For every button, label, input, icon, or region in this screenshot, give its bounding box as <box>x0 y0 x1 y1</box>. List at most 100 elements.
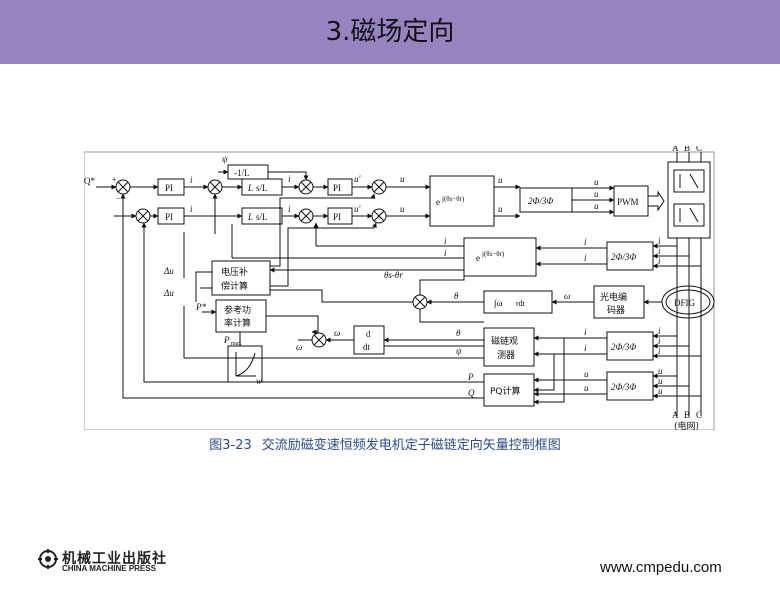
svg-text:rdt: rdt <box>516 299 526 308</box>
delta-udr-label: Δu <box>163 266 174 276</box>
derivative-bottom-label: dt <box>363 342 371 352</box>
svg-text:−: − <box>116 194 121 203</box>
pwm-label: PWM <box>617 197 639 207</box>
u-bs-label: u <box>658 376 663 386</box>
p-star-label: P* <box>195 302 206 312</box>
phase-c-top: C <box>696 146 702 153</box>
i-bs-label: i <box>658 336 661 346</box>
i-alpha-s-label: i <box>584 327 587 337</box>
conv-2to3-out-label: 2Φ/3Φ <box>528 196 553 206</box>
i-ds-label: i <box>190 175 193 185</box>
i-beta-r-label: i <box>584 253 587 263</box>
pwm-block <box>613 185 649 217</box>
pi-label-bottom: PI <box>165 212 173 222</box>
pq-calc-label: PQ计算 <box>490 385 521 397</box>
i-beta-s-label: i <box>584 343 587 353</box>
ref-power-label-2: 率计算 <box>224 317 251 329</box>
figure-number: 图3-23 <box>209 438 252 453</box>
ls-lm-label-top: L <box>247 183 253 193</box>
u-qr-label: u <box>400 204 405 214</box>
derivative-top-label: d <box>366 329 371 339</box>
i-dr-label: i <box>288 174 291 184</box>
pi-label-right-bottom: PI <box>333 212 341 222</box>
u-as-label: u <box>658 366 663 376</box>
u-arr-label: u <box>594 177 599 187</box>
voltage-compensation-block <box>211 260 271 296</box>
flux-observer-label-1: 磁链观 <box>491 335 518 347</box>
conv-3to2-stator-current-label: 2Φ/3Φ <box>611 342 636 352</box>
power-limiter-block <box>227 345 263 383</box>
publisher-name-en: CHINA MACHINE PRESS <box>62 564 156 573</box>
omega-r-label: ω <box>564 291 570 301</box>
w-r-label: w <box>256 376 262 386</box>
phase-b-top: B <box>684 146 690 153</box>
i-as-label: i <box>658 326 661 336</box>
pi-label-top: PI <box>165 183 173 193</box>
svg-text:u': u' <box>354 204 362 214</box>
publisher-name-cn: 机械工业出版社 <box>62 551 167 567</box>
inverse-park-block <box>429 175 495 227</box>
conv-3to2-stator-voltage-label: 2Φ/3Φ <box>611 382 636 392</box>
u-ar-label: u <box>498 175 503 185</box>
svg-text:j(θs−θr): j(θs−θr) <box>441 195 465 203</box>
i-br-label: i <box>658 246 661 256</box>
theta-r-label: θ <box>454 291 459 301</box>
u-brr-label: u <box>594 189 599 199</box>
i-qs-label: i <box>190 204 193 214</box>
ref-power-label-1: 参考功 <box>224 304 251 316</box>
u-br-label: u <box>498 204 503 214</box>
flux-observer-label-2: 测器 <box>497 350 515 361</box>
q-out-label: Q <box>468 388 475 398</box>
theta-diff-label: θs-θr <box>384 270 403 280</box>
phase-a-bottom: A <box>672 410 679 420</box>
forward-park-block <box>463 237 537 277</box>
u-alpha-s-label: u <box>584 369 589 379</box>
publisher-emblem-icon <box>38 549 58 569</box>
svg-text:+: + <box>112 175 117 184</box>
forward-park-label: e <box>476 253 480 263</box>
neg-inv-lm-label: -1/L <box>234 168 250 178</box>
title-bar: 3.磁场定向 <box>0 0 780 64</box>
delta-uqr-label: Δu <box>163 288 174 298</box>
omega-s-out-label: ω <box>296 342 302 352</box>
svg-text:s/L: s/L <box>256 212 268 222</box>
grid-label: (电网) <box>674 420 699 430</box>
encoder-label-2: 码器 <box>607 305 625 316</box>
pi-label-right-top: PI <box>333 183 341 193</box>
i-fx-label: i <box>444 236 447 246</box>
svg-text:max: max <box>231 341 241 347</box>
psi-s-obs-label: ψ <box>456 346 462 356</box>
conv-3to2-rotor-label: 2Φ/3Φ <box>611 252 636 262</box>
dfig-machine <box>661 285 715 319</box>
svg-text:u': u' <box>354 174 362 184</box>
inverse-park-label: e <box>436 197 440 207</box>
figure-caption-text: 交流励磁变速恒频发电机定子磁链定向矢量控制框图 <box>261 438 561 453</box>
q-star-label: Q* <box>84 176 95 186</box>
svg-text:s/L: s/L <box>256 183 268 193</box>
website-link[interactable]: www.cmpedu.com <box>600 559 722 576</box>
psi-s-label: ψ <box>222 154 228 164</box>
omega-s-mid-label: ω <box>334 328 340 338</box>
p-out-label: P <box>467 372 474 382</box>
phase-b-bottom: B <box>684 410 690 420</box>
i-cs-label: i <box>658 346 661 356</box>
ls-lm-label-bottom: L <box>247 212 253 222</box>
theta-s-label: θ <box>456 328 461 338</box>
control-block-diagram: Q* + − PI PI ψ -1/L L s/L L s/L i i i i P… <box>84 146 715 430</box>
i-cr-label: i <box>658 256 661 266</box>
i-qr-label: i <box>288 204 291 214</box>
voltage-comp-label-1: 电压补 <box>221 266 248 278</box>
i-alpha-r-label: i <box>584 237 587 247</box>
figure-caption: 图3-23 交流励磁变速恒频发电机定子磁链定向矢量控制框图 <box>140 434 640 453</box>
u-crr-label: u <box>594 201 599 211</box>
u-cs-label: u <box>658 386 663 396</box>
encoder-label-1: 光电编 <box>600 291 627 303</box>
flux-observer-block <box>483 327 535 367</box>
i-ar-label: i <box>658 236 661 246</box>
dfig-label: DFIG <box>674 298 696 308</box>
phase-a-top: A <box>672 146 679 153</box>
i-mx-label: i <box>444 248 447 258</box>
svg-text:j(θs−θr): j(θs−θr) <box>481 250 505 258</box>
u-dr-label: u <box>400 174 405 184</box>
u-beta-s-label: u <box>584 383 589 393</box>
